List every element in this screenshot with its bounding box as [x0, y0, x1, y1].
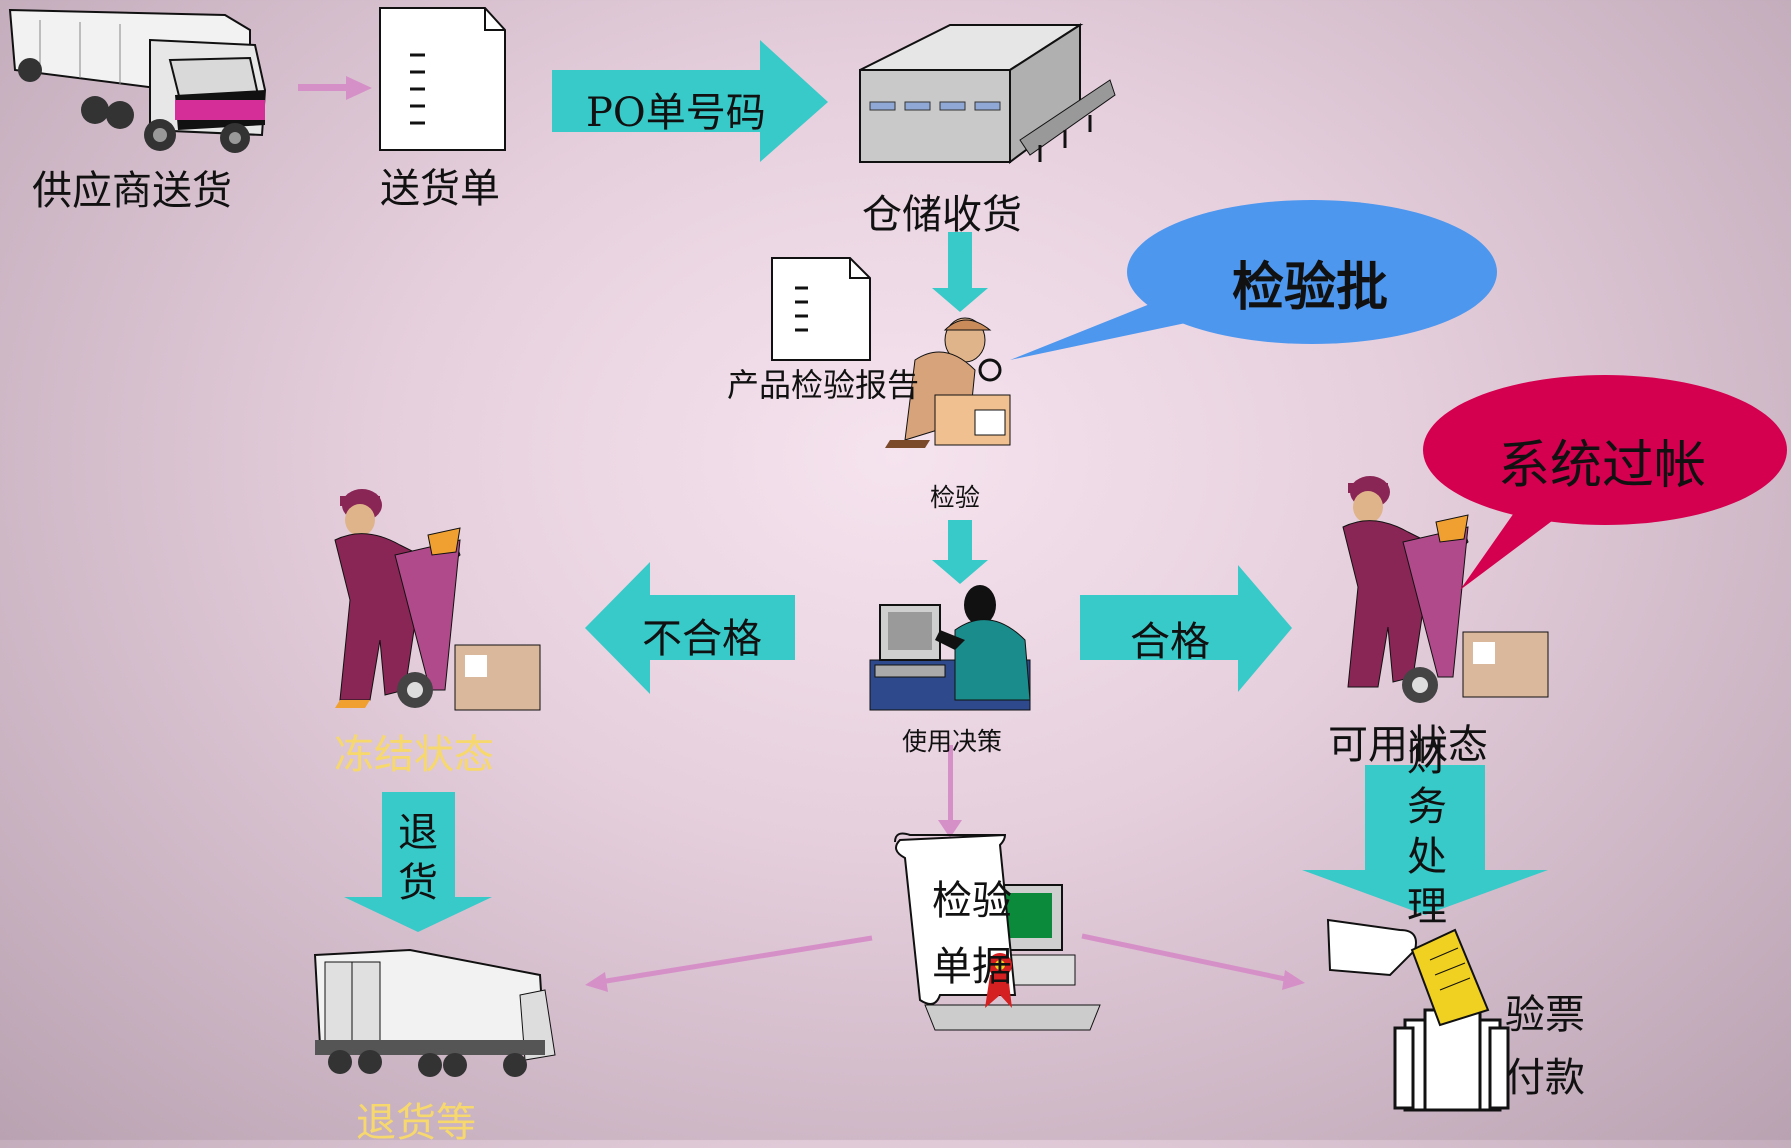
- frozen-state-label: 冻结状态: [334, 732, 494, 778]
- return-etc-label: 退货等: [356, 1100, 476, 1146]
- return-vertical-label: 退 货: [388, 808, 448, 908]
- system-posting-label: 系统过帐: [1498, 436, 1707, 496]
- invoice-check-label: 验票: [1505, 992, 1585, 1038]
- finance-vertical-label: 财 务 处 理: [1397, 732, 1457, 932]
- po-number-label: PO单号码: [586, 90, 766, 136]
- finance-char-1: 财: [1407, 734, 1447, 780]
- arrow-supplier-to-note: [298, 76, 372, 100]
- finance-char-3: 处: [1407, 834, 1447, 880]
- inspection-doc-label: 检验 单据: [922, 868, 1022, 1000]
- system-posting-bubble: [1423, 375, 1787, 590]
- arrow-doc-to-return: [585, 935, 873, 992]
- arrow-warehouse-down: [932, 232, 988, 312]
- inspector-icon: [885, 317, 1011, 448]
- return-char-2: 货: [398, 860, 438, 906]
- po-arrow-shape: [552, 40, 828, 162]
- unqualified-label: 不合格: [642, 616, 762, 662]
- available-state-label: 可用状态: [1328, 722, 1488, 768]
- arrow-inspection-down: [932, 520, 988, 584]
- invoice-payment-icon: [1326, 918, 1510, 1112]
- arrow-doc-to-invoice: [1081, 933, 1305, 990]
- delivery-note-label: 送货单: [380, 166, 500, 212]
- usage-decision-label: 使用决策: [902, 727, 1003, 756]
- warehouse-icon: [859, 23, 1116, 164]
- inspection-lot-bubble: [1010, 200, 1497, 360]
- available-worker-icon: [1342, 476, 1549, 703]
- inspection-report-document-icon: [771, 257, 871, 361]
- return-char-1: 退: [398, 810, 438, 856]
- warehouse-receipt-label: 仓储收货: [862, 192, 1022, 238]
- inspection-report-label: 产品检验报告: [727, 366, 920, 404]
- delivery-note-document-icon: [379, 7, 506, 151]
- frozen-worker-icon: [334, 489, 541, 711]
- qualified-label: 合格: [1130, 619, 1210, 665]
- inspection-lot-label: 检验批: [1232, 257, 1389, 318]
- supplier-delivery-label: 供应商送货: [32, 168, 232, 214]
- finance-arrow-shape: [1302, 765, 1548, 915]
- inspection-label: 检验: [930, 483, 981, 512]
- inspection-doc-line-2: 单据: [932, 944, 1012, 990]
- finance-char-4: 理: [1407, 884, 1447, 930]
- payment-label: 付款: [1505, 1055, 1585, 1101]
- return-arrow-shape: [344, 792, 492, 932]
- unqualified-arrow-shape: [585, 562, 795, 694]
- qualified-arrow-shape: [1080, 565, 1292, 692]
- arrow-decision-to-doc: [938, 745, 962, 838]
- inspection-doc-line-1: 检验: [932, 878, 1012, 924]
- inspection-document-icon: [894, 832, 1101, 1031]
- return-truck-icon: [313, 948, 556, 1077]
- usage-decision-computer-icon: [869, 585, 1031, 711]
- finance-char-2: 务: [1407, 784, 1447, 830]
- supplier-truck-icon: [8, 8, 267, 153]
